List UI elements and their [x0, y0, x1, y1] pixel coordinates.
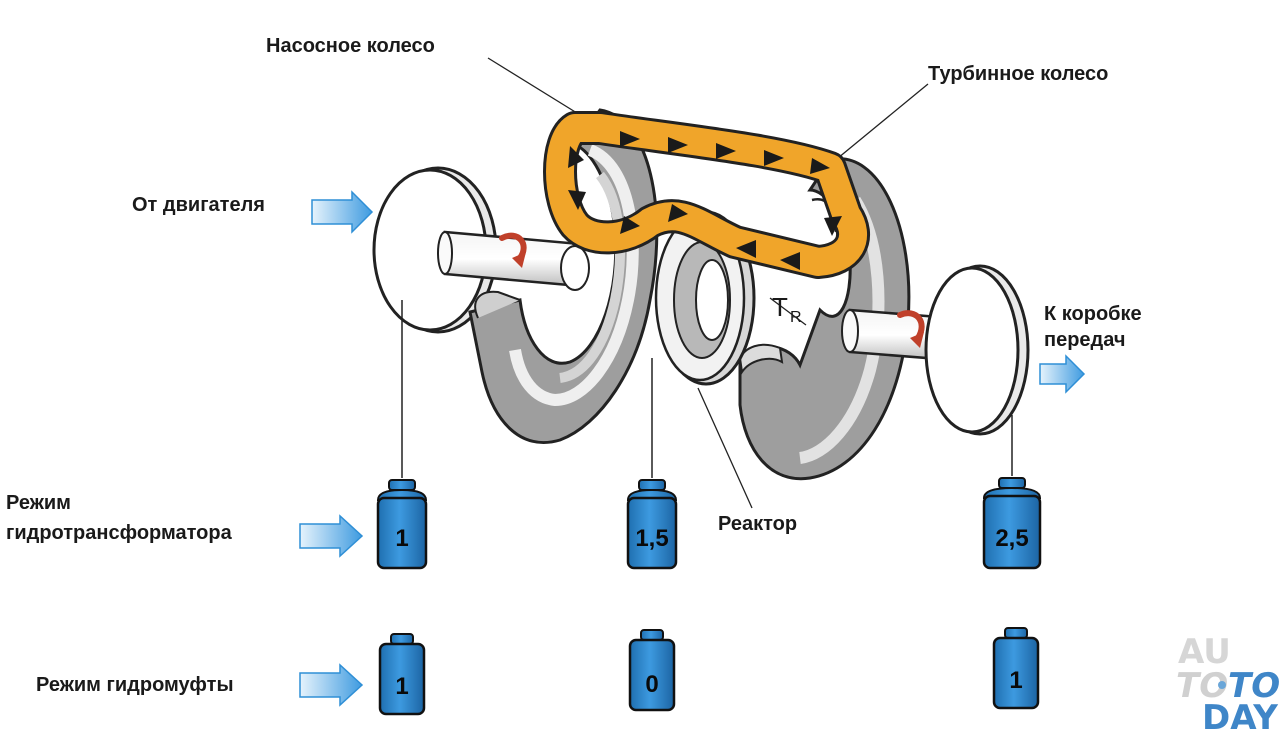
- torque-subscript: R: [790, 309, 802, 326]
- from-engine-label: От двигателя: [132, 194, 265, 216]
- rotation-arrow-icon: [499, 232, 527, 268]
- mode-arrow-icon: [299, 514, 364, 558]
- weight-coupling-0: 0: [628, 629, 676, 712]
- weight-value: 2,5: [995, 525, 1028, 552]
- logo-line1: AU: [1178, 632, 1231, 672]
- to-gearbox-label-line2: передач: [1044, 329, 1126, 351]
- weight-converter-1-5: 1,5: [626, 479, 678, 570]
- input-shaft: [437, 230, 582, 288]
- rotation-arrow-icon: [897, 310, 925, 348]
- logo-dot: [1218, 681, 1226, 689]
- mode-arrow-icon: [299, 663, 364, 707]
- input-arrow-icon: [311, 190, 374, 234]
- weight-value: 1: [395, 673, 408, 700]
- converter-mode-label-line2: гидротрансформатора: [6, 522, 232, 544]
- weight-value: 0: [645, 671, 658, 698]
- weight-value: 1: [1009, 667, 1022, 694]
- to-gearbox-label-line1: К коробке: [1044, 303, 1142, 325]
- weight-coupling-1b: 1: [992, 627, 1040, 710]
- pump-wheel-label: Насосное колесо: [266, 35, 435, 57]
- reactor-label: Реактор: [718, 513, 798, 535]
- weight-converter-1: 1: [376, 479, 428, 570]
- weight-strings: [401, 300, 1013, 478]
- torque-letter: T: [772, 292, 788, 322]
- torque-symbol: T R: [772, 292, 802, 326]
- converter-mode-label-line1: Режим: [6, 492, 71, 514]
- logo-line3: DAY: [1202, 698, 1278, 738]
- logo-line2b: TO: [1228, 666, 1280, 706]
- weight-value: 1: [395, 525, 408, 552]
- weight-coupling-1: 1: [378, 633, 426, 716]
- weight-converter-2-5: 2,5: [982, 477, 1042, 570]
- weight-value: 1,5: [635, 525, 668, 552]
- turbine-wheel-label: Турбинное колесо: [928, 63, 1109, 85]
- fluid-flow-loop: [543, 111, 870, 279]
- output-disc: [924, 264, 1030, 436]
- coupling-mode-label: Режим гидромуфты: [36, 674, 234, 696]
- output-arrow-icon: [1039, 354, 1086, 394]
- leader-lines: [487, 57, 929, 509]
